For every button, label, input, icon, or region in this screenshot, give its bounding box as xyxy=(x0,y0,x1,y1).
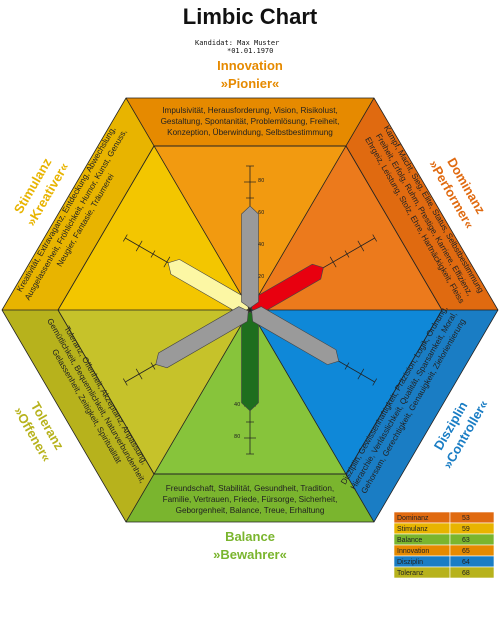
legend-label: Innovation xyxy=(397,548,429,555)
axis-tick xyxy=(357,240,365,252)
bar-disziplin xyxy=(251,306,340,365)
axis-tick xyxy=(135,240,143,252)
description-balance: Freundschaft, Stabilität, Gesundheit, Tr… xyxy=(163,484,338,515)
legend-value: 53 xyxy=(462,515,470,522)
legend-value-cell xyxy=(449,544,495,557)
candidate-date: *01.01.1970 xyxy=(227,47,273,55)
axis-label-20: 20 xyxy=(258,274,264,280)
candidate-name: Kandidat: Max Muster xyxy=(195,39,279,47)
legend-value-cell xyxy=(449,522,495,535)
legend-value: 59 xyxy=(462,526,470,533)
axis-label-down-80: 80 xyxy=(234,434,240,440)
axis-tick xyxy=(344,250,350,258)
axis-tick xyxy=(122,234,128,242)
svg-text:»Bewahrer«: »Bewahrer« xyxy=(213,547,287,562)
legend-value: 64 xyxy=(462,559,470,566)
legend-label: Dominanz xyxy=(397,515,429,522)
legend-value-cell xyxy=(449,555,495,568)
label-innovation: Innovation »Pionier« xyxy=(217,58,283,91)
svg-text:»Pionier«: »Pionier« xyxy=(221,76,280,91)
label-balance: Balance »Bewahrer« xyxy=(213,529,287,562)
svg-text:Innovation: Innovation xyxy=(217,58,283,73)
inner-toleranz xyxy=(58,310,250,474)
description-innovation: Impulsivität, Herausforderung, Vision, R… xyxy=(161,106,340,137)
legend-row: Innovation 65 xyxy=(393,544,495,557)
axis-tick xyxy=(344,362,350,370)
svg-text:Balance: Balance xyxy=(225,529,275,544)
inner-stimulanz xyxy=(58,146,250,310)
axis-label-40: 40 xyxy=(258,242,264,248)
legend-row: Toleranz 68 xyxy=(393,566,495,579)
legend-row: Balance 63 xyxy=(393,533,495,546)
legend-label: Balance xyxy=(397,537,422,544)
svg-text:Impulsivität, Herausforderung,: Impulsivität, Herausforderung, Vision, R… xyxy=(162,106,338,115)
legend-label: Toleranz xyxy=(397,570,424,577)
axis-tick xyxy=(372,234,378,242)
legend-row: Stimulanz 59 xyxy=(393,522,495,535)
axis-tick xyxy=(135,368,143,380)
axis-label-80: 80 xyxy=(258,178,264,184)
chart-title: Limbic Chart xyxy=(183,4,318,29)
chart-bars xyxy=(155,205,340,412)
axis-label-60: 60 xyxy=(258,210,264,216)
bar-innovation xyxy=(241,205,259,309)
legend-value: 68 xyxy=(462,570,470,577)
axis-label-down-40: 40 xyxy=(234,402,240,408)
bar-balance xyxy=(241,311,259,412)
inner-dominanz xyxy=(250,146,442,310)
inner-disziplin xyxy=(250,310,442,474)
axis-tick xyxy=(150,250,156,258)
legend-value-cell xyxy=(449,566,495,579)
legend-row: Disziplin 64 xyxy=(393,555,495,568)
bar-toleranz xyxy=(155,306,249,369)
axis-tick xyxy=(357,368,365,380)
spokes xyxy=(2,97,498,523)
axis-labels: 20 40 60 80 40 80 xyxy=(234,178,264,440)
axis-tick xyxy=(122,378,128,386)
axis-tick xyxy=(150,362,156,370)
svg-text:Geborgenheit, Balance, Treue,: Geborgenheit, Balance, Treue, Erhaltung xyxy=(176,506,325,515)
legend-value: 63 xyxy=(462,537,470,544)
legend-value: 65 xyxy=(462,548,470,555)
svg-text:Konzeption, Überwindung, Selbs: Konzeption, Überwindung, Selbstbestimmun… xyxy=(167,127,333,137)
axis-tick xyxy=(163,256,171,268)
svg-text:Freundschaft, Stabilität, Gesu: Freundschaft, Stabilität, Gesundheit, Tr… xyxy=(166,484,334,493)
bar-stimulanz xyxy=(167,259,249,314)
axis-tick xyxy=(372,378,378,386)
legend-label: Stimulanz xyxy=(397,526,428,533)
svg-text:Gestaltung, Spontanität, Probl: Gestaltung, Spontanität, Problemlösung, … xyxy=(161,117,340,126)
axis-tick xyxy=(329,256,337,268)
svg-text:Familie, Vertrauen, Friede, Fü: Familie, Vertrauen, Friede, Fürsorge, Si… xyxy=(163,495,338,504)
legend-value-cell xyxy=(449,511,495,524)
legend-row: Dominanz 53 xyxy=(393,511,495,524)
legend-value-cell xyxy=(449,533,495,546)
legend-label: Disziplin xyxy=(397,559,423,566)
bar-dominanz xyxy=(251,263,324,314)
